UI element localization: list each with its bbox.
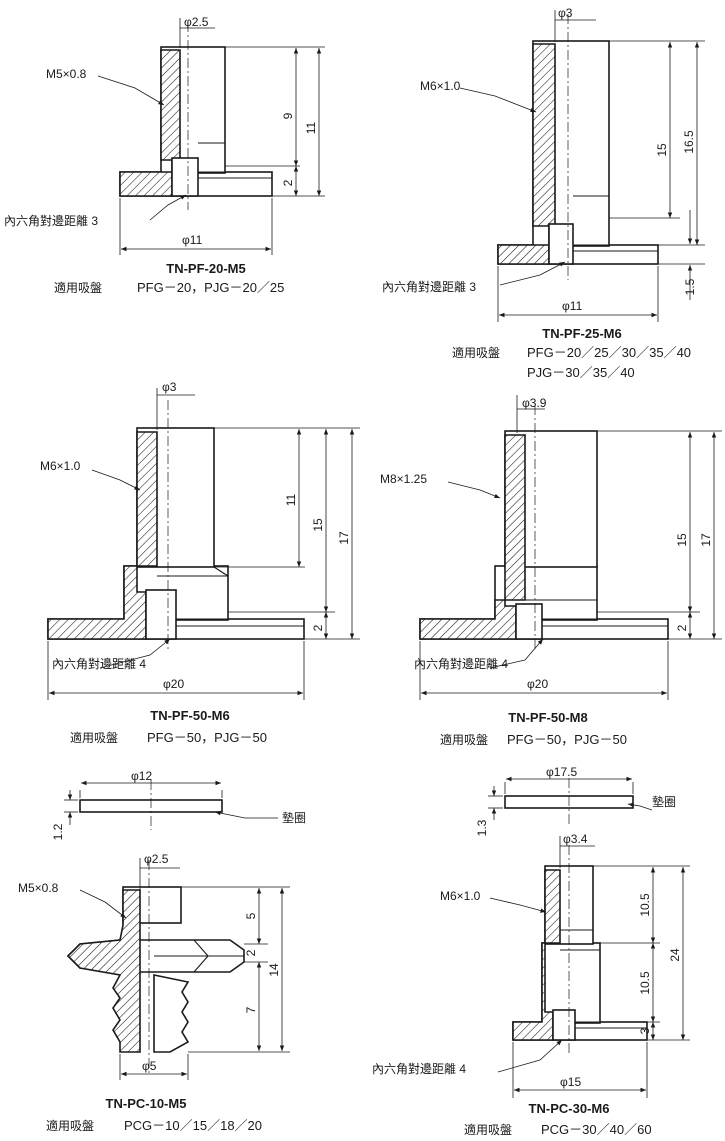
dimension-lines — [459, 10, 705, 322]
cups-label: 適用吸盤 — [440, 732, 488, 747]
dim-24: 24 — [668, 948, 682, 962]
cups-line-1: PFG－20／25／30／35／40 — [527, 345, 691, 360]
dim-10-5-upper: 10.5 — [638, 893, 652, 917]
dim-2: 2 — [281, 179, 295, 186]
part-tn-pf-20-m5: φ2.5 M5×0.8 9 11 2 內六角對邊距離 3 φ11 TN-PF-2… — [4, 15, 325, 295]
dim-1-5: 1.5 — [683, 278, 697, 295]
dim-15: 15 — [655, 143, 669, 157]
hex-note: 內六角對邊距離 3 — [4, 214, 98, 228]
dim-9: 9 — [281, 112, 295, 119]
washer — [488, 776, 653, 826]
hex-note: 內六角對邊距離 4 — [52, 657, 146, 671]
part-tn-pc-30-m6: φ17.5 1.3 墊圈 φ3.4 M6×1.0 10.5 24 10.5 3 … — [372, 765, 690, 1137]
bore-diameter: φ3.4 — [563, 832, 588, 846]
dim-11: 11 — [284, 493, 298, 506]
thread-spec: M6×1.0 — [40, 459, 81, 473]
thread-spec: M6×1.0 — [420, 79, 461, 93]
dimension-lines — [97, 18, 325, 255]
cups-label: 適用吸盤 — [46, 1118, 94, 1133]
bore-diameter: φ3 — [558, 6, 573, 20]
bore-diameter: φ3.9 — [522, 396, 547, 410]
dim-14: 14 — [267, 963, 281, 977]
dimension-lines — [47, 388, 360, 700]
part-body — [119, 22, 273, 210]
part-body — [512, 845, 648, 1055]
cups-label: 適用吸盤 — [54, 280, 102, 295]
part-tn-pc-10-m5: φ12 1.2 墊圈 φ2.5 M5×0.8 5 2 14 7 φ5 TN-PC… — [18, 769, 306, 1133]
dimension-lines — [419, 395, 722, 700]
washer-label: 墊圈 — [282, 811, 306, 825]
hex-note: 內六角對邊距離 4 — [372, 1062, 466, 1076]
hex-note: 內六角對邊距離 4 — [414, 657, 508, 671]
washer-diameter: φ12 — [131, 769, 152, 783]
flange-diameter: φ15 — [560, 1075, 581, 1089]
part-tn-pf-50-m8: φ3.9 M8×1.25 15 17 2 內六角對邊距離 4 φ20 TN-PF… — [380, 395, 722, 747]
cups-line-1: PFG－50，PJG－50 — [507, 732, 627, 747]
part-body — [47, 400, 305, 652]
thread-spec: M5×0.8 — [46, 67, 87, 81]
dim-3: 3 — [638, 1027, 652, 1034]
cups-label: 適用吸盤 — [452, 345, 500, 360]
dim-10-5-lower: 10.5 — [638, 971, 652, 995]
bore-diameter: φ2.5 — [144, 852, 169, 866]
flange-diameter: φ11 — [562, 299, 583, 313]
thread-spec: M8×1.25 — [380, 472, 427, 486]
dim-2: 2 — [244, 949, 258, 956]
washer-label: 墊圈 — [652, 795, 676, 809]
cups-line-1: PCG－10／15／18／20 — [124, 1118, 262, 1133]
washer-thickness: 1.2 — [51, 823, 65, 840]
part-name: TN-PF-20-M5 — [166, 261, 245, 276]
dim-17: 17 — [337, 531, 351, 545]
washer-thickness: 1.3 — [475, 819, 489, 836]
dim-16-5: 16.5 — [682, 130, 696, 154]
part-name: TN-PF-25-M6 — [542, 326, 621, 341]
dim-7: 7 — [244, 1006, 258, 1013]
bore-diameter: φ3 — [162, 380, 177, 394]
washer-diameter: φ17.5 — [546, 765, 577, 779]
part-tn-pf-25-m6: φ3 M6×1.0 15 16.5 1.5 內六角對邊距離 3 φ11 TN-P… — [382, 6, 705, 380]
cups-line-1: PFG－20，PJG－20／25 — [137, 280, 284, 295]
thread-spec: M6×1.0 — [440, 889, 481, 903]
dimension-lines — [489, 836, 690, 1098]
part-body — [497, 14, 659, 280]
base-diameter: φ5 — [142, 1059, 157, 1073]
part-body — [66, 860, 245, 1075]
dim-15: 15 — [675, 533, 689, 547]
part-name: TN-PC-10-M5 — [106, 1096, 187, 1111]
flange-diameter: φ11 — [182, 233, 203, 247]
flange-diameter: φ20 — [163, 677, 184, 691]
thread-spec: M5×0.8 — [18, 881, 59, 895]
hex-note: 內六角對邊距離 3 — [382, 280, 476, 294]
part-body — [419, 405, 669, 652]
dim-15: 15 — [311, 518, 325, 532]
flange-diameter: φ20 — [527, 677, 548, 691]
cups-line-1: PFG－50，PJG－50 — [147, 730, 267, 745]
part-name: TN-PF-50-M8 — [508, 710, 587, 725]
dim-2: 2 — [311, 624, 325, 631]
part-name: TN-PF-50-M6 — [150, 708, 229, 723]
cups-label: 適用吸盤 — [70, 730, 118, 745]
cups-label: 適用吸盤 — [464, 1122, 512, 1137]
part-tn-pf-50-m6: φ3 M6×1.0 11 15 17 2 內六角對邊距離 4 φ20 TN-PF… — [40, 380, 360, 745]
part-name: TN-PC-30-M6 — [529, 1101, 610, 1116]
cups-line-2: PJG－30／35／40 — [527, 365, 635, 380]
dim-5: 5 — [244, 912, 258, 919]
bore-diameter: φ2.5 — [184, 15, 209, 29]
washer — [64, 780, 278, 830]
dim-11: 11 — [304, 121, 318, 134]
cups-line-1: PCG－30／40／60 — [541, 1122, 652, 1137]
dim-17: 17 — [699, 533, 713, 547]
dimension-lines — [79, 858, 290, 1080]
dim-2: 2 — [675, 624, 689, 631]
